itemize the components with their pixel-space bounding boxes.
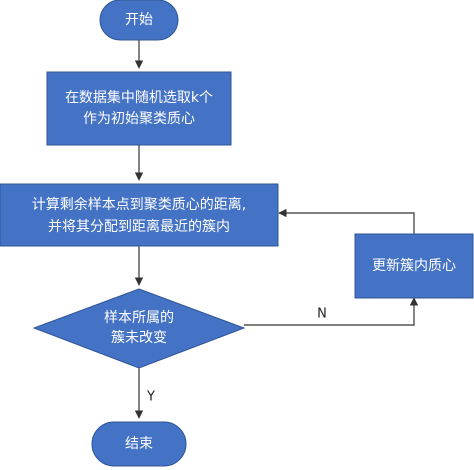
assign-clusters-node: 计算剩余样本点到聚类质心的距离, 并将其分配到距离最近的簇内 [0,183,279,247]
end-node: 结束 [91,421,187,467]
decision-line-1: 样本所属的 [104,310,174,326]
end-node-label: 结束 [125,436,153,452]
edge-label-no: N [317,307,327,322]
update-centroids-label: 更新簇内质心 [372,258,456,274]
init-centroids-line-2: 作为初始聚类质心 [83,110,195,127]
assign-clusters-line-2: 并将其分配到距离最近的簇内 [48,218,230,235]
decision-line-2: 簇未改变 [111,330,167,346]
init-centroids-node: 在数据集中随机选取k个 作为初始聚类质心 [46,71,232,146]
init-centroids-line-1: 在数据集中随机选取k个 [65,89,213,106]
edge-decision-no-to-update [244,297,419,326]
edge-label-yes: Y [146,390,155,405]
start-node: 开始 [99,0,179,41]
update-centroids-node: 更新簇内质心 [354,233,474,299]
start-node-label: 开始 [125,12,153,28]
decision-node: 样本所属的 簇未改变 [32,288,246,369]
edge-update-to-assign [278,208,415,234]
assign-clusters-line-1: 计算剩余样本点到聚类质心的距离, [32,196,246,213]
